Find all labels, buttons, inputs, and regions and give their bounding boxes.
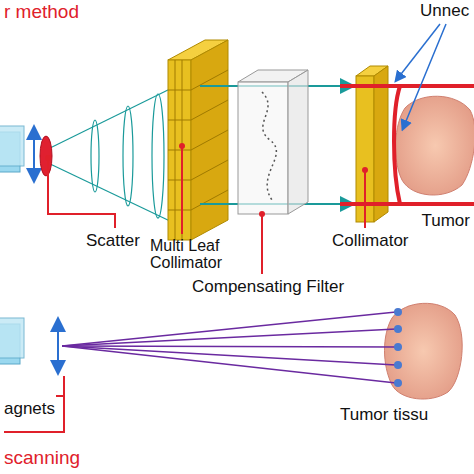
part-label: Collimator <box>332 232 409 251</box>
section-title: r method <box>4 2 79 23</box>
section-title: scanning <box>4 448 80 469</box>
tumor-label: Tumor <box>422 212 471 231</box>
part-label: Multi Leaf Collimator <box>150 238 245 272</box>
part-label: agnets <box>4 400 55 419</box>
dose-label: Unnec <box>420 2 469 21</box>
tumor-label: Tumor tissu <box>340 406 428 425</box>
part-label: Compensating Filter <box>192 278 344 297</box>
part-label: Scatter <box>86 232 140 251</box>
